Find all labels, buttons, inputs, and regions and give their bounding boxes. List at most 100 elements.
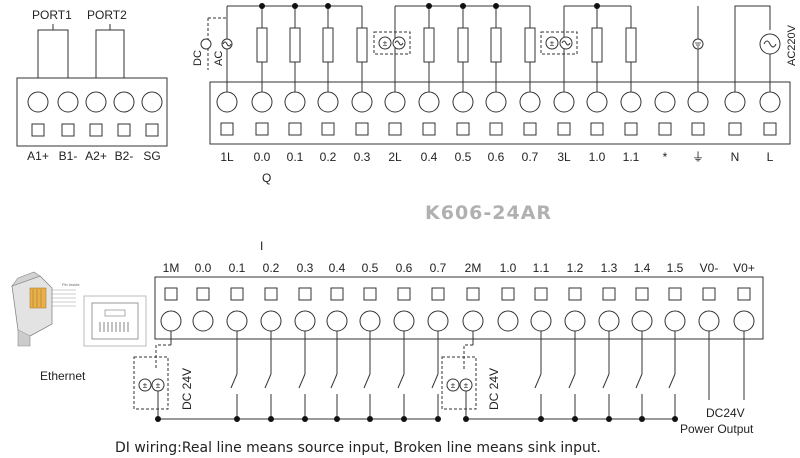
input-clamp-4: [298, 287, 312, 301]
svg-text:±: ±: [383, 39, 388, 48]
input-screw-9: [462, 310, 484, 332]
serial-screw-2: [85, 91, 107, 113]
input-screw-7: [393, 310, 415, 332]
input-terminal-strip: [154, 276, 764, 340]
output-clamp-7: [456, 122, 470, 136]
input-terminal-label: 1M: [163, 261, 180, 275]
bus-junction: [538, 416, 544, 422]
input-supply-label-2: DC 24V: [487, 368, 501, 410]
ethernet-label: Ethernet: [40, 369, 86, 383]
bus-junction: [606, 416, 612, 422]
input-terminal-label: V0-: [700, 261, 719, 275]
output-clamp-6: [422, 122, 436, 136]
output-screw-4: [351, 91, 373, 113]
port2-lead-b: [110, 29, 125, 78]
svg-text:±: ±: [451, 381, 456, 390]
output-screw-2: [284, 91, 306, 113]
output-clamp-4: [355, 122, 369, 136]
output-clamp-8: [489, 122, 503, 136]
bus-junction: [672, 416, 678, 422]
output-screw-11: [586, 91, 608, 113]
output-clamp-16: [763, 122, 777, 136]
ethernet-block: Pin Inside Ethernet: [11, 271, 147, 383]
output-screw-8: [485, 91, 507, 113]
dc-source-icon: [378, 36, 392, 50]
input-clamp-14: [635, 287, 649, 301]
serial-clamp-1: [61, 123, 75, 137]
input-i-label: I: [260, 239, 263, 253]
input-switch-icon: [330, 373, 338, 389]
input-switch-icon: [298, 373, 306, 389]
input-clamp-0: [164, 287, 178, 301]
bus-junction: [334, 416, 340, 422]
output-clamp-10: [557, 122, 571, 136]
input-clamp-5: [330, 287, 344, 301]
port1-lead-a: [37, 24, 54, 78]
output-terminal-label: 0.2: [320, 150, 337, 164]
bus-junction: [234, 416, 240, 422]
output-terminal-label: 0.6: [488, 150, 505, 164]
load-resistor-icon: [423, 27, 435, 63]
input-switch-icon: [397, 373, 405, 389]
input-screw-2: [226, 310, 248, 332]
serial-screw-3: [113, 91, 135, 113]
serial-screw-4: [141, 91, 163, 113]
ac220v-label: AC220V: [786, 24, 798, 66]
output-terminal-label: ⏚: [692, 150, 704, 164]
input-terminal-label: 1.5: [667, 261, 684, 275]
input-clamp-12: [568, 287, 582, 301]
di-wiring-note: DI wiring:Real line means source input, …: [115, 440, 601, 456]
load-resistor-icon: [322, 27, 334, 63]
output-screw-12: [620, 91, 642, 113]
output-screw-7: [452, 91, 474, 113]
output-clamp-1: [255, 122, 269, 136]
input-terminal-label: 0.1: [229, 261, 246, 275]
output-clamp-13: [658, 122, 672, 136]
output-terminal-label: 1.0: [589, 150, 606, 164]
output-wiring: ±±: [200, 3, 781, 92]
input-switch-icon: [264, 373, 272, 389]
output-screw-3: [317, 91, 339, 113]
serial-clamp-0: [31, 123, 45, 137]
serial-clamp-3: [117, 123, 131, 137]
input-clamp-8: [431, 287, 445, 301]
input-switch-icon: [668, 373, 676, 389]
input-screw-4: [294, 310, 316, 332]
serial-clamp-2: [89, 123, 103, 137]
input-terminal-label: 0.0: [195, 261, 212, 275]
input-switch-icon: [568, 373, 576, 389]
input-terminal-label: 0.3: [297, 261, 314, 275]
input-clamp-13: [602, 287, 616, 301]
power-output-label: Power Output: [680, 422, 754, 436]
input-screw-17: [733, 310, 755, 332]
output-screw-0: [216, 91, 238, 113]
output-terminal-label: 0.0: [254, 150, 271, 164]
dc-source-icon: [545, 36, 559, 50]
ac220v-supply-wire: [734, 5, 771, 92]
input-screw-1: [192, 310, 214, 332]
output-screw-16: [759, 91, 781, 113]
bus-junction: [302, 416, 308, 422]
svg-text:±: ±: [143, 381, 148, 390]
serial-terminal-label: B1-: [59, 149, 78, 163]
output-terminal-label: 1.1: [623, 150, 640, 164]
input-screw-15: [664, 310, 686, 332]
model-title: K606-24AR: [425, 202, 552, 224]
input-clamp-1: [196, 287, 210, 301]
port2-lead-a: [95, 24, 111, 78]
input-clamp-10: [501, 287, 515, 301]
output-terminal-label: N: [731, 150, 740, 164]
power-output-dc24v-label: DC24V: [706, 406, 745, 420]
input-switch-icon: [363, 373, 371, 389]
input-screw-3: [260, 310, 282, 332]
input-screw-8: [427, 310, 449, 332]
input-screw-16: [698, 310, 720, 332]
output-terminal-label: 0.1: [287, 150, 304, 164]
input-terminal-label: 0.7: [430, 261, 447, 275]
input-screw-0: [160, 310, 182, 332]
output-terminal-label: 3L: [557, 150, 571, 164]
output-clamp-2: [288, 122, 302, 136]
output-screw-14: [687, 91, 709, 113]
rj45-plug-icon: Pin Inside: [11, 271, 80, 347]
